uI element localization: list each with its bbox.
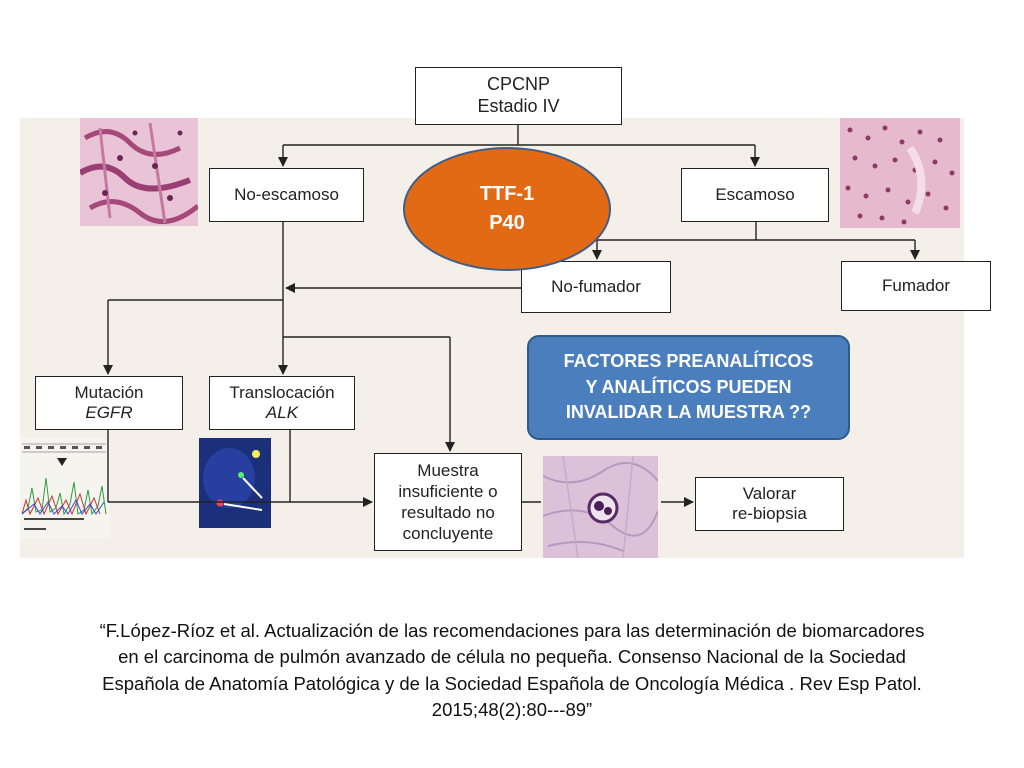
sequencing-chromatogram <box>20 438 110 538</box>
node-fumador-label: Fumador <box>881 275 951 295</box>
node-muestra-line2: insuficiente o <box>398 481 498 501</box>
node-cpcnp-stage-iv: CPCNP Estadio IV <box>415 67 622 125</box>
node-no-escamoso: No-escamoso <box>209 168 364 222</box>
histology-image-squamous <box>840 118 960 228</box>
warning-line3: INVALIDAR LA MUESTRA ?? <box>565 402 812 423</box>
node-muestra-line4: concluyente <box>402 524 494 544</box>
warning-line1: FACTORES PREANALÍTICOS <box>563 351 814 372</box>
node-muestra-line1: Muestra <box>417 460 479 480</box>
node-escamoso: Escamoso <box>681 168 829 222</box>
node-translocacion-alk: Translocación ALK <box>209 376 355 430</box>
citation-line3: Española de Anatomía Patológica y de la … <box>102 672 922 694</box>
node-mutacion-line2: EGFR <box>85 403 133 422</box>
node-mutacion-line1: Mutación <box>74 382 144 402</box>
node-no-fumador-label: No-fumador <box>551 276 641 296</box>
node-muestra-insuficiente: Muestra insuficiente o resultado no conc… <box>374 453 522 551</box>
p40-label: P40 <box>489 212 525 234</box>
ttf1-label: TTF-1 <box>479 183 535 205</box>
node-valorar-line1: Valorar <box>742 483 797 503</box>
node-muestra-line3: resultado no <box>401 503 495 522</box>
node-cpcnp-line2: Estadio IV <box>477 96 560 116</box>
node-no-escamoso-label: No-escamoso <box>234 184 339 204</box>
node-valorar-rebiopsia: Valorar re-biopsia <box>695 477 844 531</box>
node-no-fumador: No-fumador <box>521 261 671 313</box>
node-translocacion-line2: ALK <box>265 403 299 422</box>
warning-line2: Y ANALÍTICOS PUEDEN <box>585 376 792 397</box>
citation-text: “F.López-Ríoz et al. Actualización de la… <box>40 618 984 723</box>
fish-image-alk <box>199 438 271 528</box>
citation-line4: 2015;48(2):80---89” <box>431 698 593 720</box>
node-fumador: Fumador <box>841 261 991 311</box>
node-mutacion-egfr: Mutación EGFR <box>35 376 183 430</box>
citation-line2: en el carcinoma de pulmón avanzado de cé… <box>118 646 906 668</box>
histology-image-insufficient-sample <box>543 456 658 558</box>
node-cpcnp-line1: CPCNP <box>486 74 550 95</box>
ttf1-p40-ellipse: TTF-1 P40 <box>403 147 611 271</box>
preanalytic-warning-box: FACTORES PREANALÍTICOS Y ANALÍTICOS PUED… <box>527 335 850 440</box>
node-escamoso-label: Escamoso <box>715 184 795 204</box>
citation-line1: “F.López-Ríoz et al. Actualización de la… <box>99 620 925 641</box>
node-translocacion-line1: Translocación <box>229 382 335 402</box>
node-valorar-line2: re-biopsia <box>732 504 807 523</box>
histology-image-non-squamous <box>80 118 198 226</box>
